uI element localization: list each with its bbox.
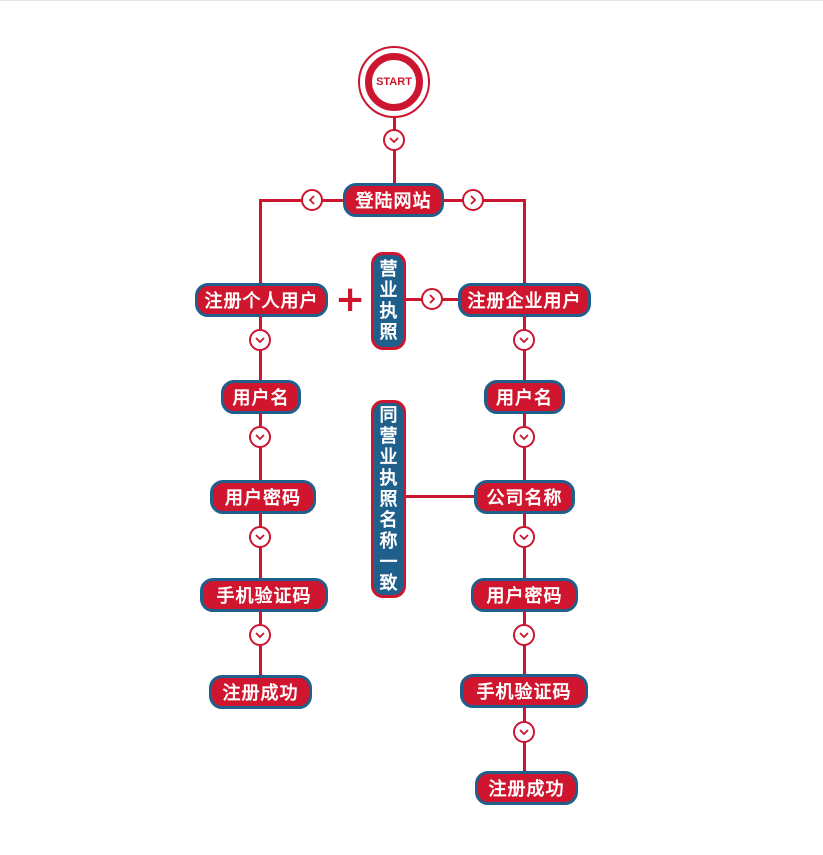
chevron-down-icon bbox=[513, 721, 535, 743]
start-label: START bbox=[376, 76, 412, 88]
chevron-down-icon bbox=[249, 329, 271, 351]
visit-site-label: 登陆网站 bbox=[355, 191, 432, 212]
chevron-down-icon bbox=[249, 526, 271, 548]
chevron-down-icon bbox=[383, 129, 405, 151]
visit-site-node: 登陆网站 bbox=[343, 183, 444, 217]
license-char: 执 bbox=[379, 301, 398, 322]
business-success-label: 注册成功 bbox=[488, 779, 565, 800]
same-name-char: 同 bbox=[379, 404, 398, 426]
chevron-left-icon bbox=[301, 189, 323, 211]
plus-sign: + bbox=[335, 279, 366, 320]
business-password-label: 用户密码 bbox=[486, 586, 563, 607]
top-divider bbox=[0, 0, 823, 1]
business-success-node: 注册成功 bbox=[475, 771, 578, 805]
personal-sms-label: 手机验证码 bbox=[216, 586, 312, 607]
same-license-name-node: 同 营 业 执 照 名 称 一 致 bbox=[371, 400, 406, 598]
start-node: START bbox=[358, 46, 430, 118]
register-business-label: 注册企业用户 bbox=[467, 291, 582, 312]
license-char: 照 bbox=[379, 322, 398, 343]
same-name-char: 名 bbox=[379, 509, 398, 531]
business-password-node: 用户密码 bbox=[471, 578, 578, 612]
same-name-char: 致 bbox=[379, 572, 398, 594]
connector-visit-right bbox=[443, 199, 526, 202]
chevron-right-icon bbox=[421, 288, 443, 310]
personal-username-label: 用户名 bbox=[232, 388, 290, 409]
personal-password-node: 用户密码 bbox=[210, 480, 316, 514]
license-char: 营 bbox=[379, 259, 398, 280]
register-personal-label: 注册个人用户 bbox=[204, 291, 319, 312]
chevron-right-icon bbox=[462, 189, 484, 211]
chevron-down-icon bbox=[513, 426, 535, 448]
connector-samename-company bbox=[405, 495, 476, 498]
chevron-down-icon bbox=[513, 329, 535, 351]
chevron-down-icon bbox=[513, 624, 535, 646]
business-license-node: 营 业 执 照 bbox=[371, 252, 406, 350]
same-name-char: 执 bbox=[379, 467, 398, 489]
personal-password-label: 用户密码 bbox=[225, 488, 301, 509]
register-personal-node: 注册个人用户 bbox=[195, 283, 328, 317]
same-name-char: 一 bbox=[379, 551, 398, 573]
start-ring: START bbox=[365, 53, 423, 111]
license-char: 业 bbox=[379, 280, 398, 301]
chevron-down-icon bbox=[249, 426, 271, 448]
same-name-char: 营 bbox=[379, 425, 398, 447]
personal-username-node: 用户名 bbox=[221, 380, 301, 414]
business-username-node: 用户名 bbox=[484, 380, 565, 414]
chevron-down-icon bbox=[249, 624, 271, 646]
connector-left-down bbox=[259, 199, 262, 285]
same-name-char: 称 bbox=[379, 530, 398, 552]
connector-right-down bbox=[523, 199, 526, 285]
personal-success-node: 注册成功 bbox=[209, 675, 312, 709]
same-name-char: 照 bbox=[379, 488, 398, 510]
business-sms-node: 手机验证码 bbox=[460, 674, 588, 708]
same-name-char: 业 bbox=[379, 446, 398, 468]
business-company-name-label: 公司名称 bbox=[486, 488, 563, 509]
business-sms-label: 手机验证码 bbox=[476, 682, 572, 703]
business-username-label: 用户名 bbox=[496, 388, 553, 409]
register-business-node: 注册企业用户 bbox=[458, 283, 591, 317]
personal-sms-node: 手机验证码 bbox=[200, 578, 328, 612]
personal-success-label: 注册成功 bbox=[222, 683, 299, 704]
business-company-name-node: 公司名称 bbox=[474, 480, 575, 514]
chevron-down-icon bbox=[513, 526, 535, 548]
